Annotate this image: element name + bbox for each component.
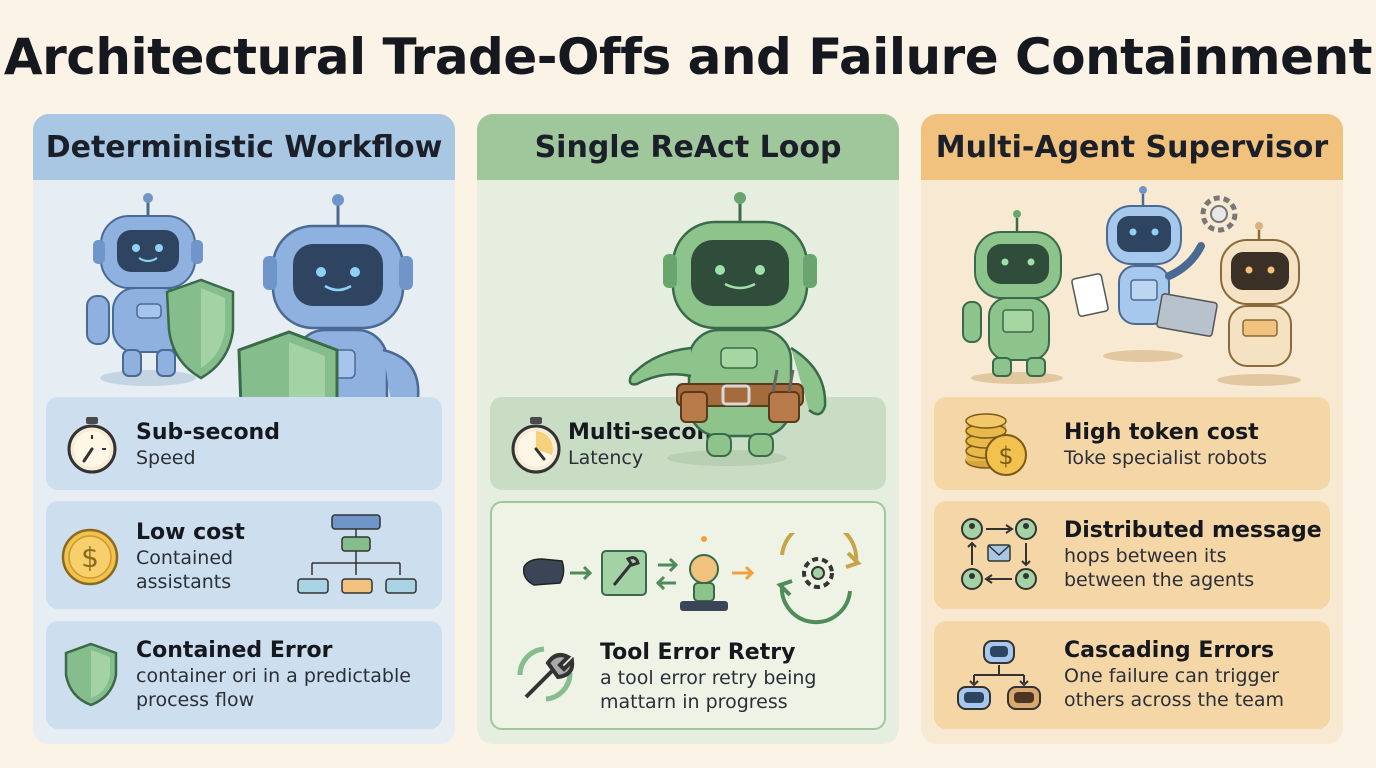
card-title: Low cost [136, 520, 245, 545]
coin-icon: $ [60, 527, 120, 587]
column-heading: Single ReAct Loop [477, 114, 899, 180]
stopwatch-icon [508, 415, 564, 475]
wrench-icon [512, 641, 578, 707]
column-multi-agent-supervisor: Multi-Agent Supervisor [921, 114, 1343, 744]
column-heading: Deterministic Workflow [33, 114, 455, 180]
robot-team-icon [962, 186, 1301, 386]
card-speed: Sub-second Speed [46, 397, 442, 490]
coins-icon: $ [964, 411, 1028, 477]
card-error: Contained Error container ori in a predi… [46, 621, 442, 729]
column-heading: Multi-Agent Supervisor [921, 114, 1343, 180]
page-title: Architectural Trade-Offs and Failure Con… [3, 28, 1373, 86]
card-line: Latency [568, 447, 644, 469]
card-line: assistants [136, 571, 232, 593]
card-cascading-errors: Cascading Errors One failure can trigger… [934, 621, 1330, 729]
card-token-cost: $ High token cost Toke specialist robots [934, 397, 1330, 490]
card-title: High token cost [1064, 420, 1259, 445]
message-network-icon [960, 515, 1040, 595]
card-line: others across the team [1064, 689, 1285, 711]
workflow-icon [296, 513, 420, 599]
card-line: Speed [136, 447, 196, 469]
hero-illustration [921, 180, 1343, 480]
card-tool-retry: Tool Error Retry a tool error retry bein… [490, 501, 886, 730]
card-title: Sub-second [136, 420, 280, 445]
card-line: between the agents [1064, 569, 1255, 591]
card-line: a tool error retry being [600, 667, 817, 689]
card-line: container ori in a predictable [136, 665, 411, 687]
stopwatch-icon [64, 415, 120, 475]
card-line: process flow [136, 689, 255, 711]
svg-text:$: $ [998, 442, 1013, 470]
card-title: Distributed message [1064, 518, 1322, 543]
card-cost: $ Low cost Contained assistants [46, 501, 442, 609]
card-line: mattarn in progress [600, 691, 788, 713]
retry-flow-icon [520, 533, 870, 625]
card-line: Contained [136, 547, 234, 569]
shield-icon [62, 641, 120, 707]
svg-text:$: $ [81, 541, 99, 574]
card-title: Cascading Errors [1064, 638, 1275, 663]
card-title: Contained Error [136, 638, 333, 663]
card-line: hops between its [1064, 545, 1227, 567]
card-message-hops: Distributed message hops between its bet… [934, 501, 1330, 609]
card-title: Tool Error Retry [600, 640, 796, 665]
hero-illustration [477, 180, 899, 480]
column-deterministic-workflow: Deterministic Workflow [33, 114, 455, 744]
card-line: Toke specialist robots [1064, 447, 1268, 469]
green-robot-icon [628, 192, 827, 466]
card-line: One failure can trigger [1064, 665, 1280, 687]
robot-cascade-icon [954, 637, 1044, 713]
column-single-react-loop: Single ReAct Loop Multi-second Latency [477, 114, 899, 744]
